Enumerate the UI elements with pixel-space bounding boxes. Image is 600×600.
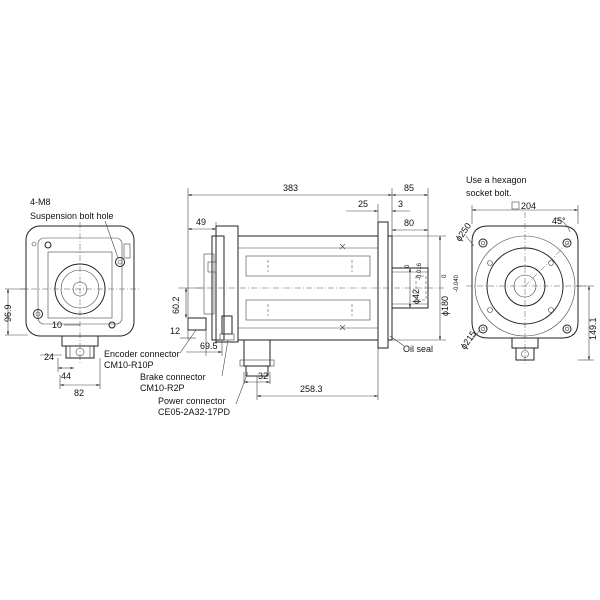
- dim-80: 80: [404, 218, 414, 228]
- phi180-label: ϕ180: [440, 296, 450, 316]
- dim-204: 204: [521, 201, 536, 211]
- dim-3: 3: [398, 199, 403, 209]
- bolt-spec-label: 4-M8: [30, 197, 51, 207]
- side-view: [187, 221, 446, 377]
- dim-149-1: 149.1: [588, 317, 598, 340]
- dim-69-5: 69.5: [200, 341, 218, 351]
- dim-12: 12: [170, 326, 180, 336]
- phi250-label: ϕ250: [453, 221, 473, 243]
- dim-32: 32: [258, 371, 268, 381]
- dim-44: 44: [61, 371, 71, 381]
- square-symbol: [511, 201, 520, 210]
- phi42-tol-lower: -0.016: [417, 262, 423, 280]
- suspension-leader: [104, 220, 119, 259]
- phi180-tol-lower: -0.040: [454, 274, 460, 292]
- rear-end-view: [20, 222, 140, 365]
- dim-383: 383: [283, 183, 298, 193]
- phi42-tol-upper: 0: [405, 264, 411, 268]
- hexagon-note-line2: socket bolt.: [466, 188, 512, 198]
- oil-seal-label: Oil seal: [403, 344, 433, 354]
- dim-258-3: 258.3: [300, 384, 323, 394]
- suspension-bolt-hole-label: Suspension bolt hole: [30, 211, 114, 221]
- power-model-label: CE05-2A32-17PD: [158, 407, 231, 417]
- dim-96-9: 96.9: [3, 304, 13, 322]
- flange-end-view: [466, 212, 585, 365]
- dim-85: 85: [404, 183, 414, 193]
- encoder-model-label: CM10-R10P: [104, 360, 154, 370]
- phi42-label: ϕ42: [411, 289, 421, 304]
- encoder-connector-label: Encoder connector: [104, 349, 180, 359]
- hexagon-note-line1: Use a hexagon: [466, 175, 527, 185]
- brake-connector-label: Brake connector: [140, 372, 206, 382]
- dim-45-deg: 45°: [552, 216, 566, 226]
- dim-25: 25: [358, 199, 368, 209]
- dim-10: 10: [52, 320, 62, 330]
- dim-60-2: 60.2: [171, 296, 181, 314]
- power-connector-label: Power connector: [158, 396, 226, 406]
- dim-24: 24: [44, 352, 54, 362]
- phi180-tol-upper: 0: [442, 274, 448, 278]
- brake-model-label: CM10-R2P: [140, 383, 185, 393]
- dim-49: 49: [196, 217, 206, 227]
- dim-82: 82: [74, 388, 84, 398]
